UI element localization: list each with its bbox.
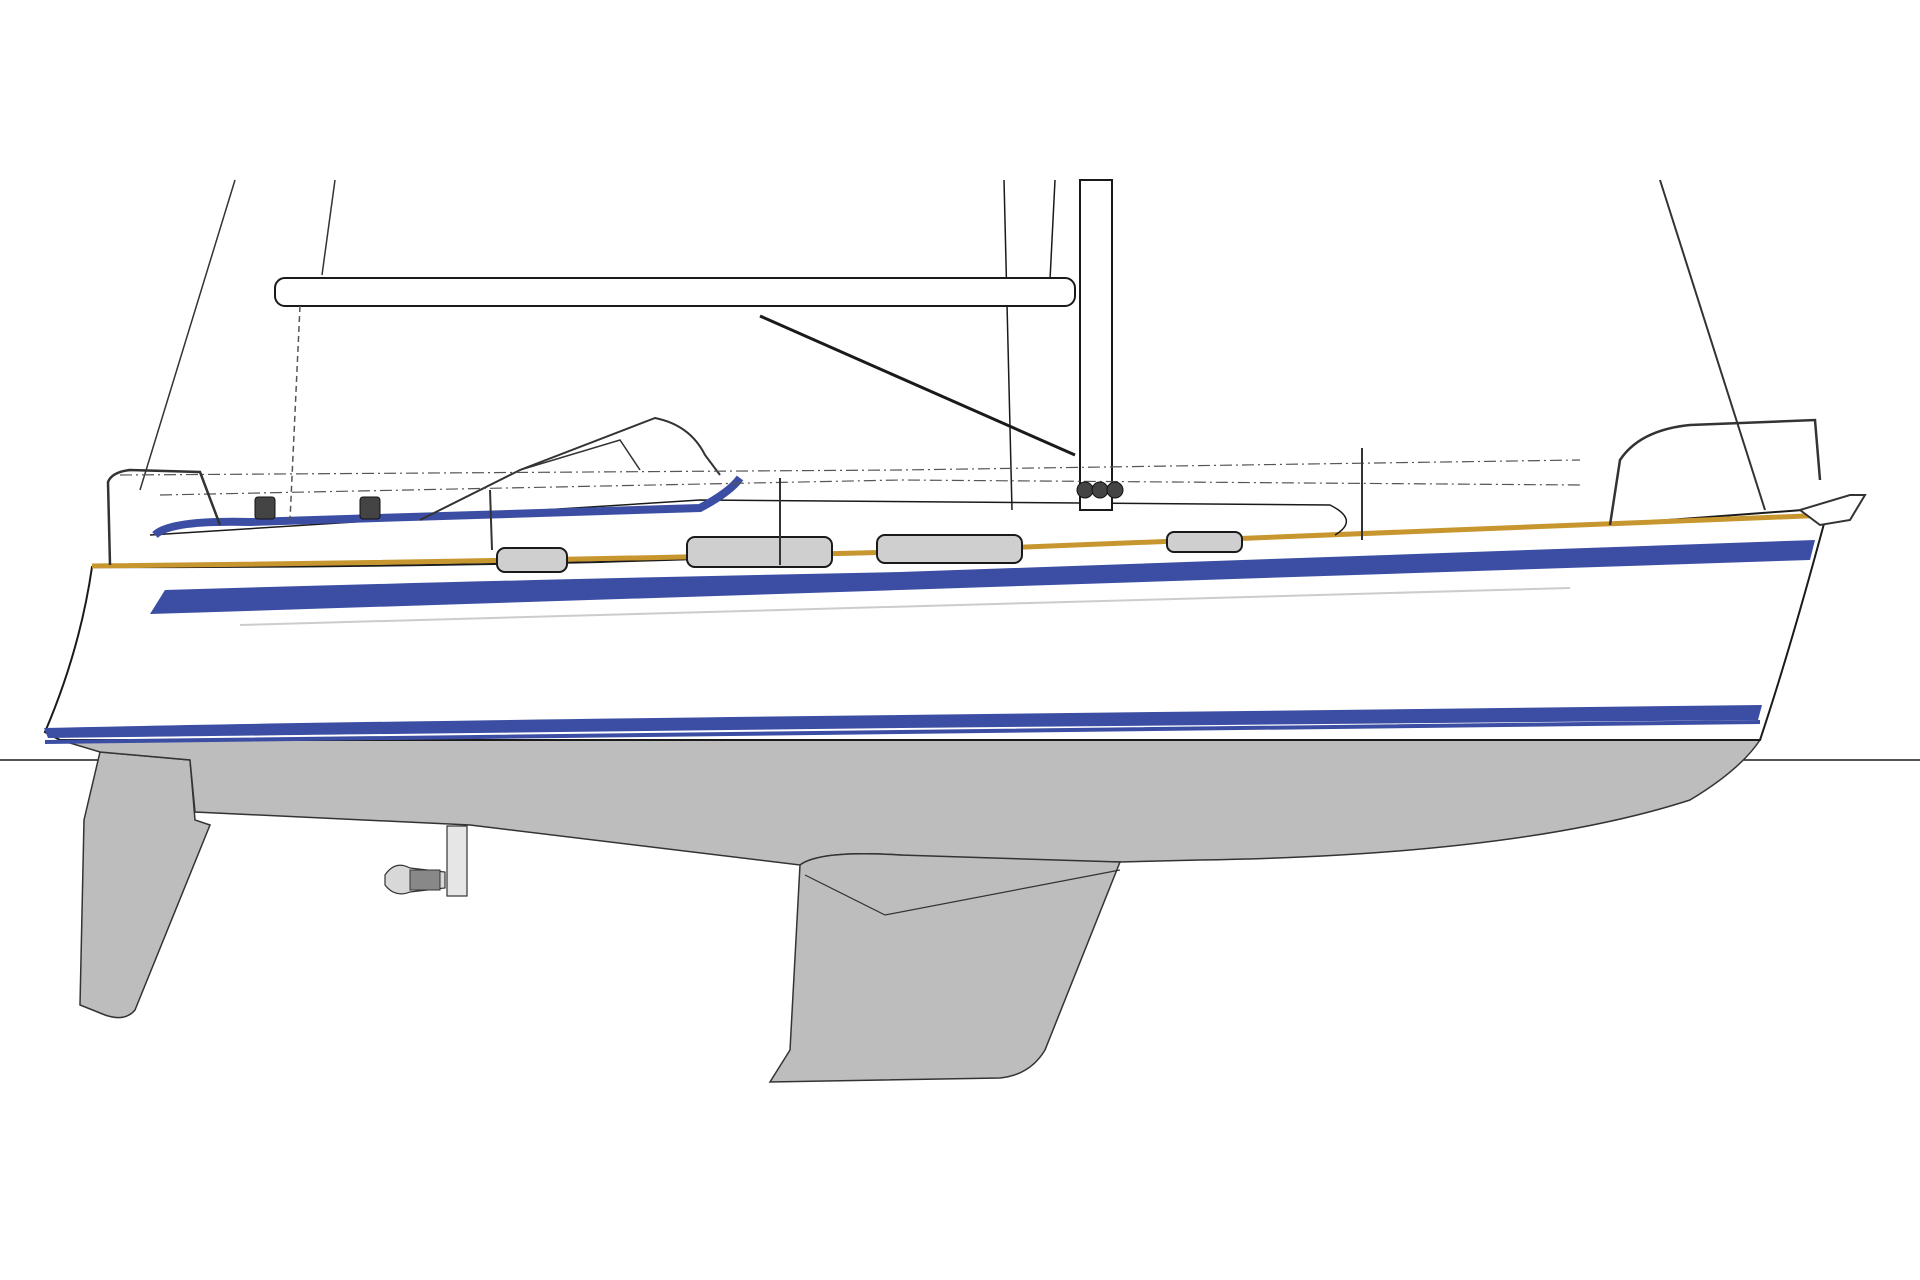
keel <box>768 853 1122 1083</box>
stanchions <box>489 448 1363 565</box>
window-4 <box>1166 531 1243 553</box>
propeller <box>384 825 468 897</box>
hull-underbody <box>59 739 1762 866</box>
cabin-windows <box>496 531 1243 573</box>
backstay <box>139 179 236 491</box>
spray-hood <box>419 416 721 521</box>
pulpit <box>1608 418 1822 526</box>
window-2 <box>686 536 833 568</box>
sheer-stripe <box>150 540 1815 614</box>
stern-rail <box>106 468 222 566</box>
forestay <box>1659 179 1766 511</box>
lifelines <box>119 459 1581 476</box>
boom <box>274 277 1076 307</box>
window-3 <box>876 534 1023 564</box>
window-1 <box>496 547 568 573</box>
winches <box>254 481 1124 520</box>
anchor-roller <box>1797 494 1867 527</box>
boot-stripe <box>44 705 1762 738</box>
mast <box>1079 179 1113 511</box>
